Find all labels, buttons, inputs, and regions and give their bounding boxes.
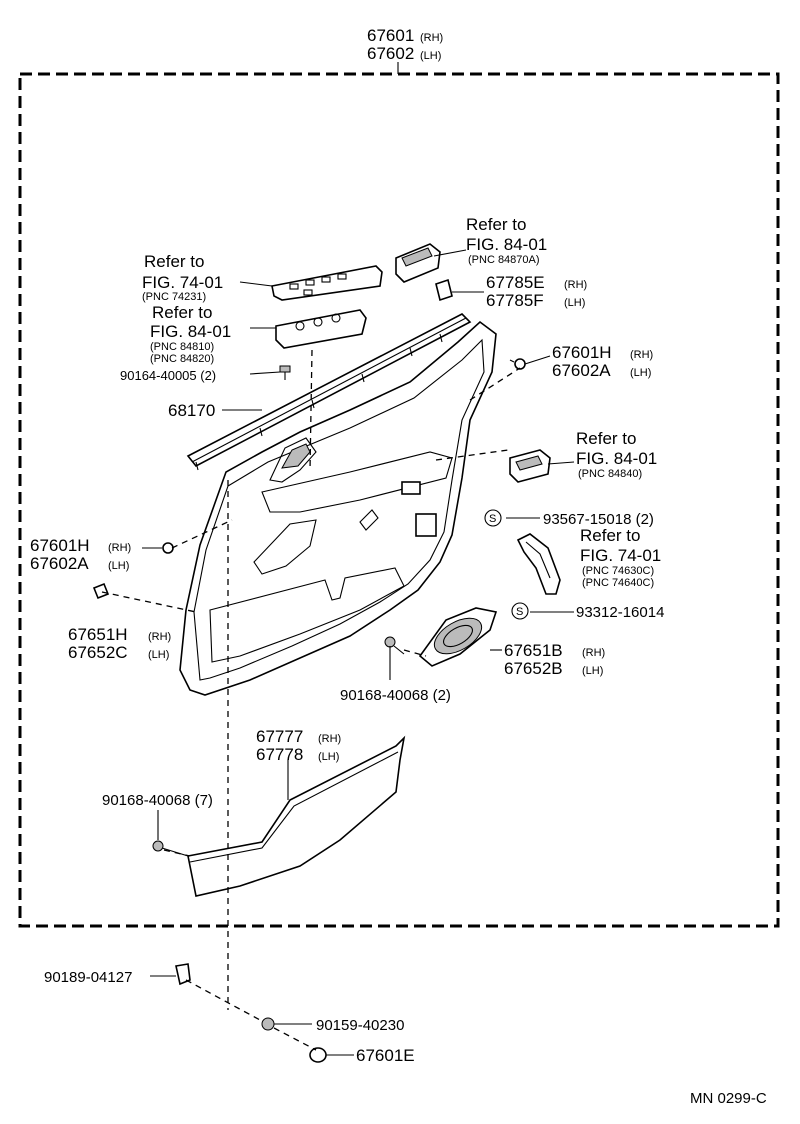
speaker-grille-67651b bbox=[418, 607, 502, 667]
svg-text:FIG. 74-01: FIG. 74-01 bbox=[142, 273, 223, 292]
main-part-lh: 67602 bbox=[367, 44, 414, 63]
label-refer-74630c: Refer to FIG. 74-01 (PNC 74630C) (PNC 74… bbox=[580, 526, 661, 589]
svg-text:67785F: 67785F bbox=[486, 291, 544, 310]
door-switch-84840 bbox=[509, 449, 575, 483]
svg-text:(RH): (RH) bbox=[148, 631, 171, 643]
svg-text:Refer to: Refer to bbox=[152, 303, 212, 322]
lower-trim-67777 bbox=[187, 735, 406, 897]
svg-text:Refer to: Refer to bbox=[576, 429, 636, 448]
belt-moulding-68170 bbox=[186, 313, 472, 471]
label-93567: 93567-15018 (2) bbox=[543, 511, 654, 528]
figure-code: MN 0299-C bbox=[690, 1090, 767, 1107]
power-window-switch-84870a bbox=[395, 243, 467, 283]
svg-text:(PNC 74231): (PNC 74231) bbox=[142, 291, 206, 303]
label-90159: 90159-40230 bbox=[316, 1017, 404, 1034]
screw-symbol-top: S bbox=[484, 509, 502, 527]
cap-67601e bbox=[309, 1047, 354, 1063]
svg-text:67602A: 67602A bbox=[30, 554, 89, 573]
label-67601e: 67601E bbox=[356, 1046, 415, 1065]
svg-text:(PNC 74640C): (PNC 74640C) bbox=[582, 577, 654, 589]
svg-text:(PNC 84840): (PNC 84840) bbox=[578, 468, 642, 480]
svg-text:67778: 67778 bbox=[256, 745, 303, 764]
svg-text:67785E: 67785E bbox=[486, 273, 545, 292]
label-refer-84870a: Refer to FIG. 84-01 (PNC 84870A) bbox=[466, 215, 547, 266]
label-67601h-right: 67601H (RH) 67602A (LH) bbox=[552, 343, 653, 380]
main-part-rh: 67601 bbox=[367, 26, 414, 45]
label-67651b: 67651B (RH) 67652B (LH) bbox=[504, 641, 605, 678]
label-90164: 90164-40005 (2) bbox=[120, 368, 216, 383]
svg-text:(LH): (LH) bbox=[582, 665, 603, 677]
main-part-lh-tag: (LH) bbox=[420, 50, 441, 62]
label-93312: 93312-16014 bbox=[576, 604, 664, 621]
screw-90159 bbox=[261, 1017, 312, 1031]
label-90189: 90189-04127 bbox=[44, 969, 132, 986]
svg-text:Refer to: Refer to bbox=[466, 215, 526, 234]
screw-90168-2 bbox=[384, 636, 405, 680]
label-67651h: 67651H (RH) 67652C (LH) bbox=[68, 625, 171, 662]
label-67601h-left: 67601H (RH) 67602A (LH) bbox=[30, 536, 131, 573]
svg-text:67651H: 67651H bbox=[68, 625, 128, 644]
main-part-label: 67601 (RH) 67602 (LH) bbox=[367, 26, 443, 63]
svg-text:(LH): (LH) bbox=[318, 751, 339, 763]
assist-grip-74630c bbox=[506, 517, 574, 613]
svg-text:(RH): (RH) bbox=[108, 542, 131, 554]
svg-text:67601H: 67601H bbox=[30, 536, 90, 555]
svg-text:(RH): (RH) bbox=[582, 647, 605, 659]
door-trim-board bbox=[179, 320, 497, 696]
label-68170: 68170 bbox=[168, 401, 215, 420]
svg-text:Refer to: Refer to bbox=[580, 526, 640, 545]
svg-text:(PNC 84870A): (PNC 84870A) bbox=[468, 254, 540, 266]
label-90168-7: 90168-40068 (7) bbox=[102, 792, 213, 809]
svg-text:67652B: 67652B bbox=[504, 659, 563, 678]
svg-text:(PNC 74630C): (PNC 74630C) bbox=[582, 565, 654, 577]
clip-90189 bbox=[150, 963, 191, 986]
reflector-recess bbox=[415, 513, 437, 537]
svg-text:67601H: 67601H bbox=[552, 343, 612, 362]
screw-90168-7 bbox=[152, 810, 189, 857]
svg-text:S: S bbox=[489, 513, 496, 525]
label-67785: 67785E (RH) 67785F (LH) bbox=[486, 273, 587, 310]
svg-text:FIG. 74-01: FIG. 74-01 bbox=[580, 546, 661, 565]
label-refer-84840: Refer to FIG. 84-01 (PNC 84840) bbox=[576, 429, 657, 480]
svg-text:67651B: 67651B bbox=[504, 641, 563, 660]
svg-text:FIG. 84-01: FIG. 84-01 bbox=[150, 322, 231, 341]
clip-67601h-left bbox=[142, 542, 174, 554]
assembly-frame bbox=[18, 72, 780, 928]
master-switch-84810 bbox=[250, 309, 367, 349]
svg-text:(LH): (LH) bbox=[630, 367, 651, 379]
label-90168-2: 90168-40068 (2) bbox=[340, 687, 451, 704]
label-refer-84810: Refer to FIG. 84-01 (PNC 84810) (PNC 848… bbox=[150, 303, 231, 365]
main-part-rh-tag: (RH) bbox=[420, 32, 443, 44]
clip-67601h-right bbox=[509, 355, 551, 370]
label-refer-74231: Refer to FIG. 74-01 (PNC 74231) bbox=[142, 252, 223, 303]
svg-text:(PNC 84810): (PNC 84810) bbox=[150, 341, 214, 353]
assembly-lines bbox=[101, 349, 521, 1051]
svg-text:FIG. 84-01: FIG. 84-01 bbox=[466, 235, 547, 254]
svg-text:67652C: 67652C bbox=[68, 643, 128, 662]
svg-text:67602A: 67602A bbox=[552, 361, 611, 380]
svg-text:(RH): (RH) bbox=[318, 733, 341, 745]
svg-text:FIG. 84-01: FIG. 84-01 bbox=[576, 449, 657, 468]
screw-symbol-bottom: S bbox=[511, 602, 529, 620]
screw-90164 bbox=[249, 365, 291, 380]
switch-recess bbox=[401, 481, 421, 495]
svg-text:(PNC 84820): (PNC 84820) bbox=[150, 353, 214, 365]
svg-text:(LH): (LH) bbox=[108, 560, 129, 572]
svg-text:Refer to: Refer to bbox=[144, 252, 204, 271]
svg-text:(LH): (LH) bbox=[148, 649, 169, 661]
bezel-67785 bbox=[435, 278, 484, 302]
svg-text:(RH): (RH) bbox=[564, 279, 587, 291]
cap-67651h bbox=[92, 582, 110, 600]
svg-text:(RH): (RH) bbox=[630, 349, 653, 361]
svg-text:(LH): (LH) bbox=[564, 297, 585, 309]
svg-text:67777: 67777 bbox=[256, 727, 303, 746]
switch-bezel-74231 bbox=[239, 265, 383, 301]
label-67777: 67777 (RH) 67778 (LH) bbox=[256, 727, 341, 764]
svg-text:S: S bbox=[516, 606, 523, 618]
